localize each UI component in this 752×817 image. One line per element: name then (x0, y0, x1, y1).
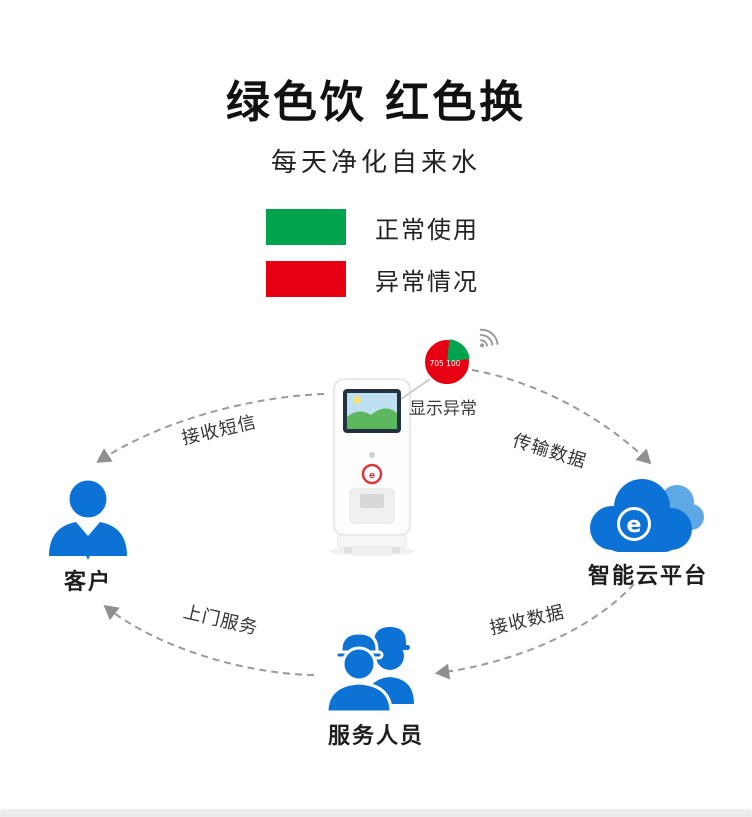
arrow-cloud-to-staff (434, 583, 635, 680)
legend-label-normal: 正常使用 (375, 215, 479, 244)
red-swatch (266, 261, 346, 297)
badge-leader-line (400, 376, 434, 400)
node-label-service-staff: 服务人员 (327, 724, 424, 749)
device-callout: 显示异常 (409, 399, 477, 419)
green-swatch (266, 209, 346, 245)
cloud-icon: e (590, 479, 704, 552)
arrow-staff-to-customer (103, 605, 315, 676)
customer-icon (49, 480, 127, 560)
legend-label-abnormal: 异常情况 (375, 267, 479, 296)
arrow-device-to-customer (96, 393, 325, 463)
node-label-cloud-platform: 智能云平台 (587, 564, 708, 589)
badge-text: 705 100 (429, 359, 460, 368)
page-title: 绿色饮 红色换 (225, 77, 527, 128)
workers-icon (325, 627, 414, 714)
arrow-device-to-cloud (471, 369, 652, 465)
wifi-icon (479, 328, 499, 348)
water-purifier-illustration: e (330, 378, 414, 556)
legend-item-abnormal: 异常情况 (266, 261, 479, 297)
status-pie-icon: 705 100 (423, 338, 471, 386)
cloud-logo: e (627, 513, 642, 538)
page-subtitle: 每天净化自来水 (270, 148, 481, 178)
device-logo: e (369, 471, 375, 481)
node-label-customer: 客户 (63, 570, 112, 595)
bottom-divider (0, 809, 752, 817)
legend: 正常使用 异常情况 (266, 209, 479, 313)
legend-item-normal: 正常使用 (266, 209, 479, 245)
